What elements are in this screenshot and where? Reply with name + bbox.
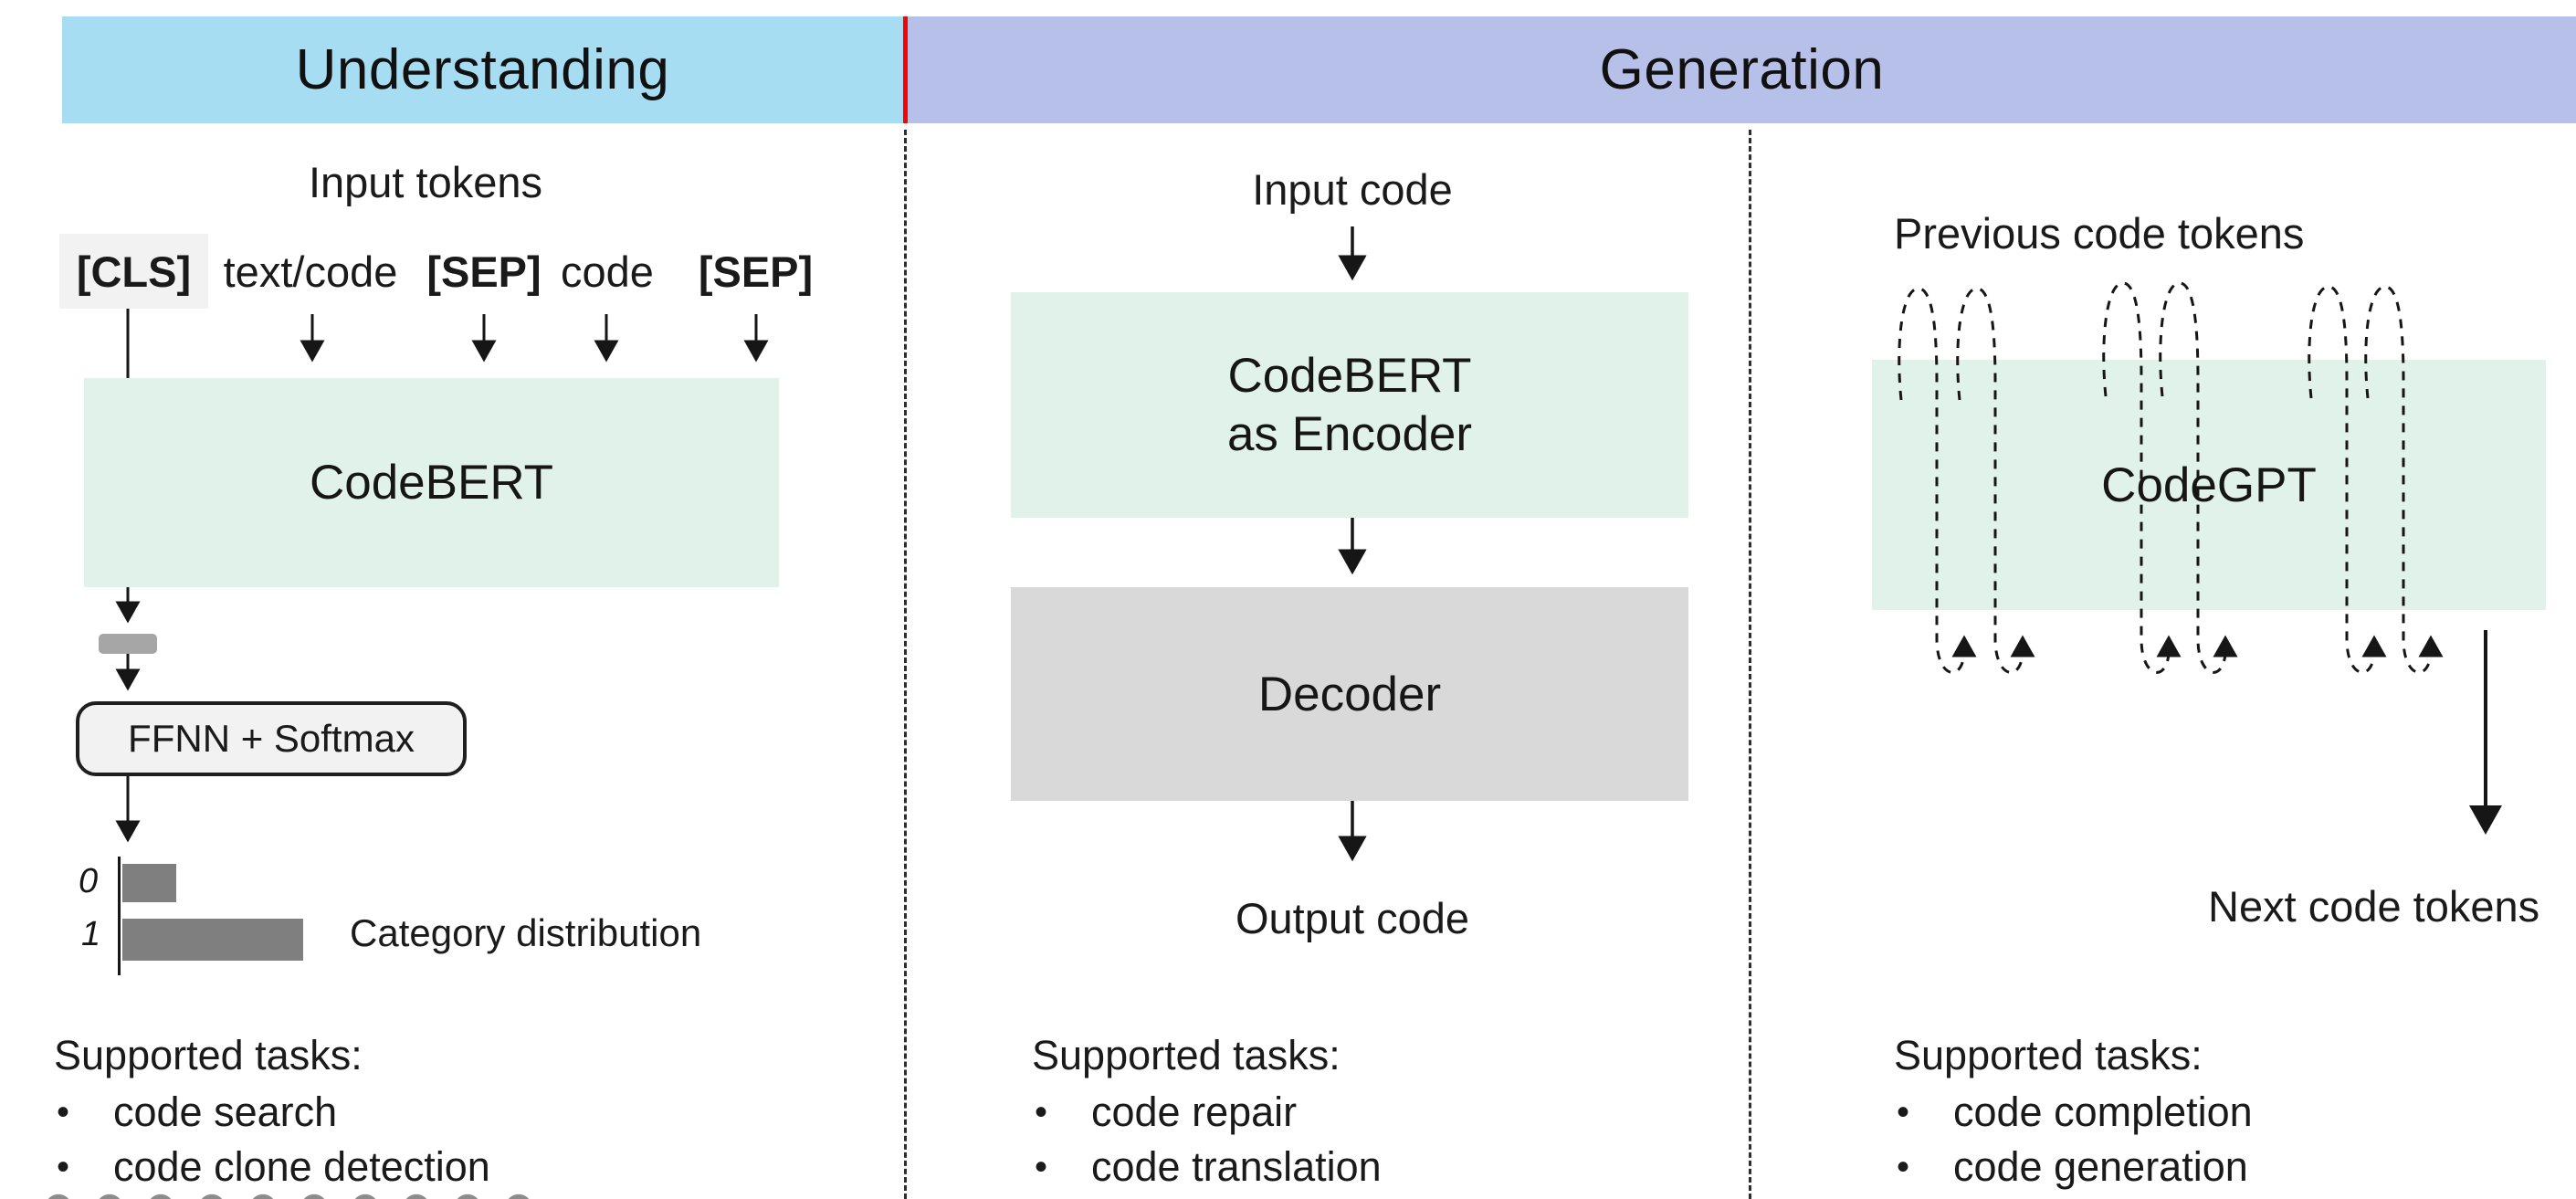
generation-banner: Generation (908, 16, 2576, 123)
chart-bar-0 (122, 864, 176, 902)
gpt-task-2: • code generation (1897, 1143, 2248, 1191)
encoder-box-line1: CodeBERT (1227, 348, 1472, 403)
decoder-box-label: Decoder (1257, 667, 1442, 721)
understanding-banner: Understanding (62, 16, 903, 123)
bullet-icon: • (57, 1092, 70, 1132)
column-divider-left (904, 130, 907, 1199)
understanding-task-1: • code search (57, 1089, 337, 1136)
chart-bar-1 (122, 919, 303, 961)
encoder-box-line2: as Encoder (1226, 406, 1473, 461)
token-sep-1: [SEP] (426, 247, 541, 296)
chart-tick-0: 0 (79, 862, 99, 900)
ffnn-softmax-label: FFNN + Softmax (128, 717, 415, 760)
input-code-label: Input code (1252, 165, 1453, 214)
column-divider-right (1749, 130, 1751, 1199)
decoder-box: Decoder (1011, 587, 1688, 801)
task-label: code clone detection (113, 1143, 490, 1190)
task-label: code repair (1091, 1089, 1298, 1135)
codebert-box-label: CodeBERT (309, 456, 554, 510)
chart-tick-1: 1 (81, 915, 101, 953)
previous-code-tokens-label: Previous code tokens (1894, 209, 2305, 258)
red-separator-line (903, 16, 908, 123)
gpt-tasks-title: Supported tasks: (1894, 1032, 2203, 1078)
generation-ed-tasks-title: Supported tasks: (1032, 1032, 1341, 1078)
chart-axis (118, 857, 121, 975)
bullet-icon: • (1035, 1092, 1048, 1132)
generation-ed-task-1: • code repair (1035, 1089, 1297, 1136)
generation-ed-task-2: • code translation (1035, 1143, 1382, 1191)
ffnn-softmax-box: FFNN + Softmax (76, 701, 467, 776)
codebert-encoder-box: CodeBERT as Encoder (1011, 292, 1688, 518)
task-label: code generation (1953, 1143, 2248, 1190)
bullet-icon: • (1035, 1147, 1048, 1187)
cls-embedding-bar (99, 634, 157, 654)
understanding-tasks-title: Supported tasks: (54, 1032, 363, 1078)
chart-caption: Category distribution (350, 911, 702, 954)
understanding-task-2: • code clone detection (57, 1143, 490, 1191)
generation-banner-title: Generation (1599, 38, 1885, 101)
task-label: code completion (1953, 1089, 2253, 1135)
token-cls: [CLS] (59, 234, 208, 309)
codegpt-box-label: CodeGPT (2101, 458, 2317, 512)
next-code-tokens-label: Next code tokens (2208, 882, 2540, 931)
codebert-box: CodeBERT (84, 378, 779, 587)
cutoff-text-line (35, 1186, 546, 1199)
bullet-icon: • (57, 1147, 70, 1187)
output-code-label: Output code (1235, 894, 1470, 942)
understanding-banner-title: Understanding (295, 38, 670, 101)
bullet-icon: • (1897, 1147, 1910, 1187)
gpt-task-1: • code completion (1897, 1089, 2253, 1136)
task-label: code translation (1091, 1143, 1382, 1190)
token-text-code: text/code (223, 247, 398, 296)
bullet-icon: • (1897, 1092, 1910, 1132)
token-code: code (561, 247, 654, 296)
token-arrows (126, 309, 769, 378)
codegpt-box: CodeGPT (1872, 360, 2546, 610)
task-label: code search (113, 1089, 338, 1135)
token-sep-2: [SEP] (698, 247, 814, 296)
input-tokens-label: Input tokens (308, 158, 543, 206)
